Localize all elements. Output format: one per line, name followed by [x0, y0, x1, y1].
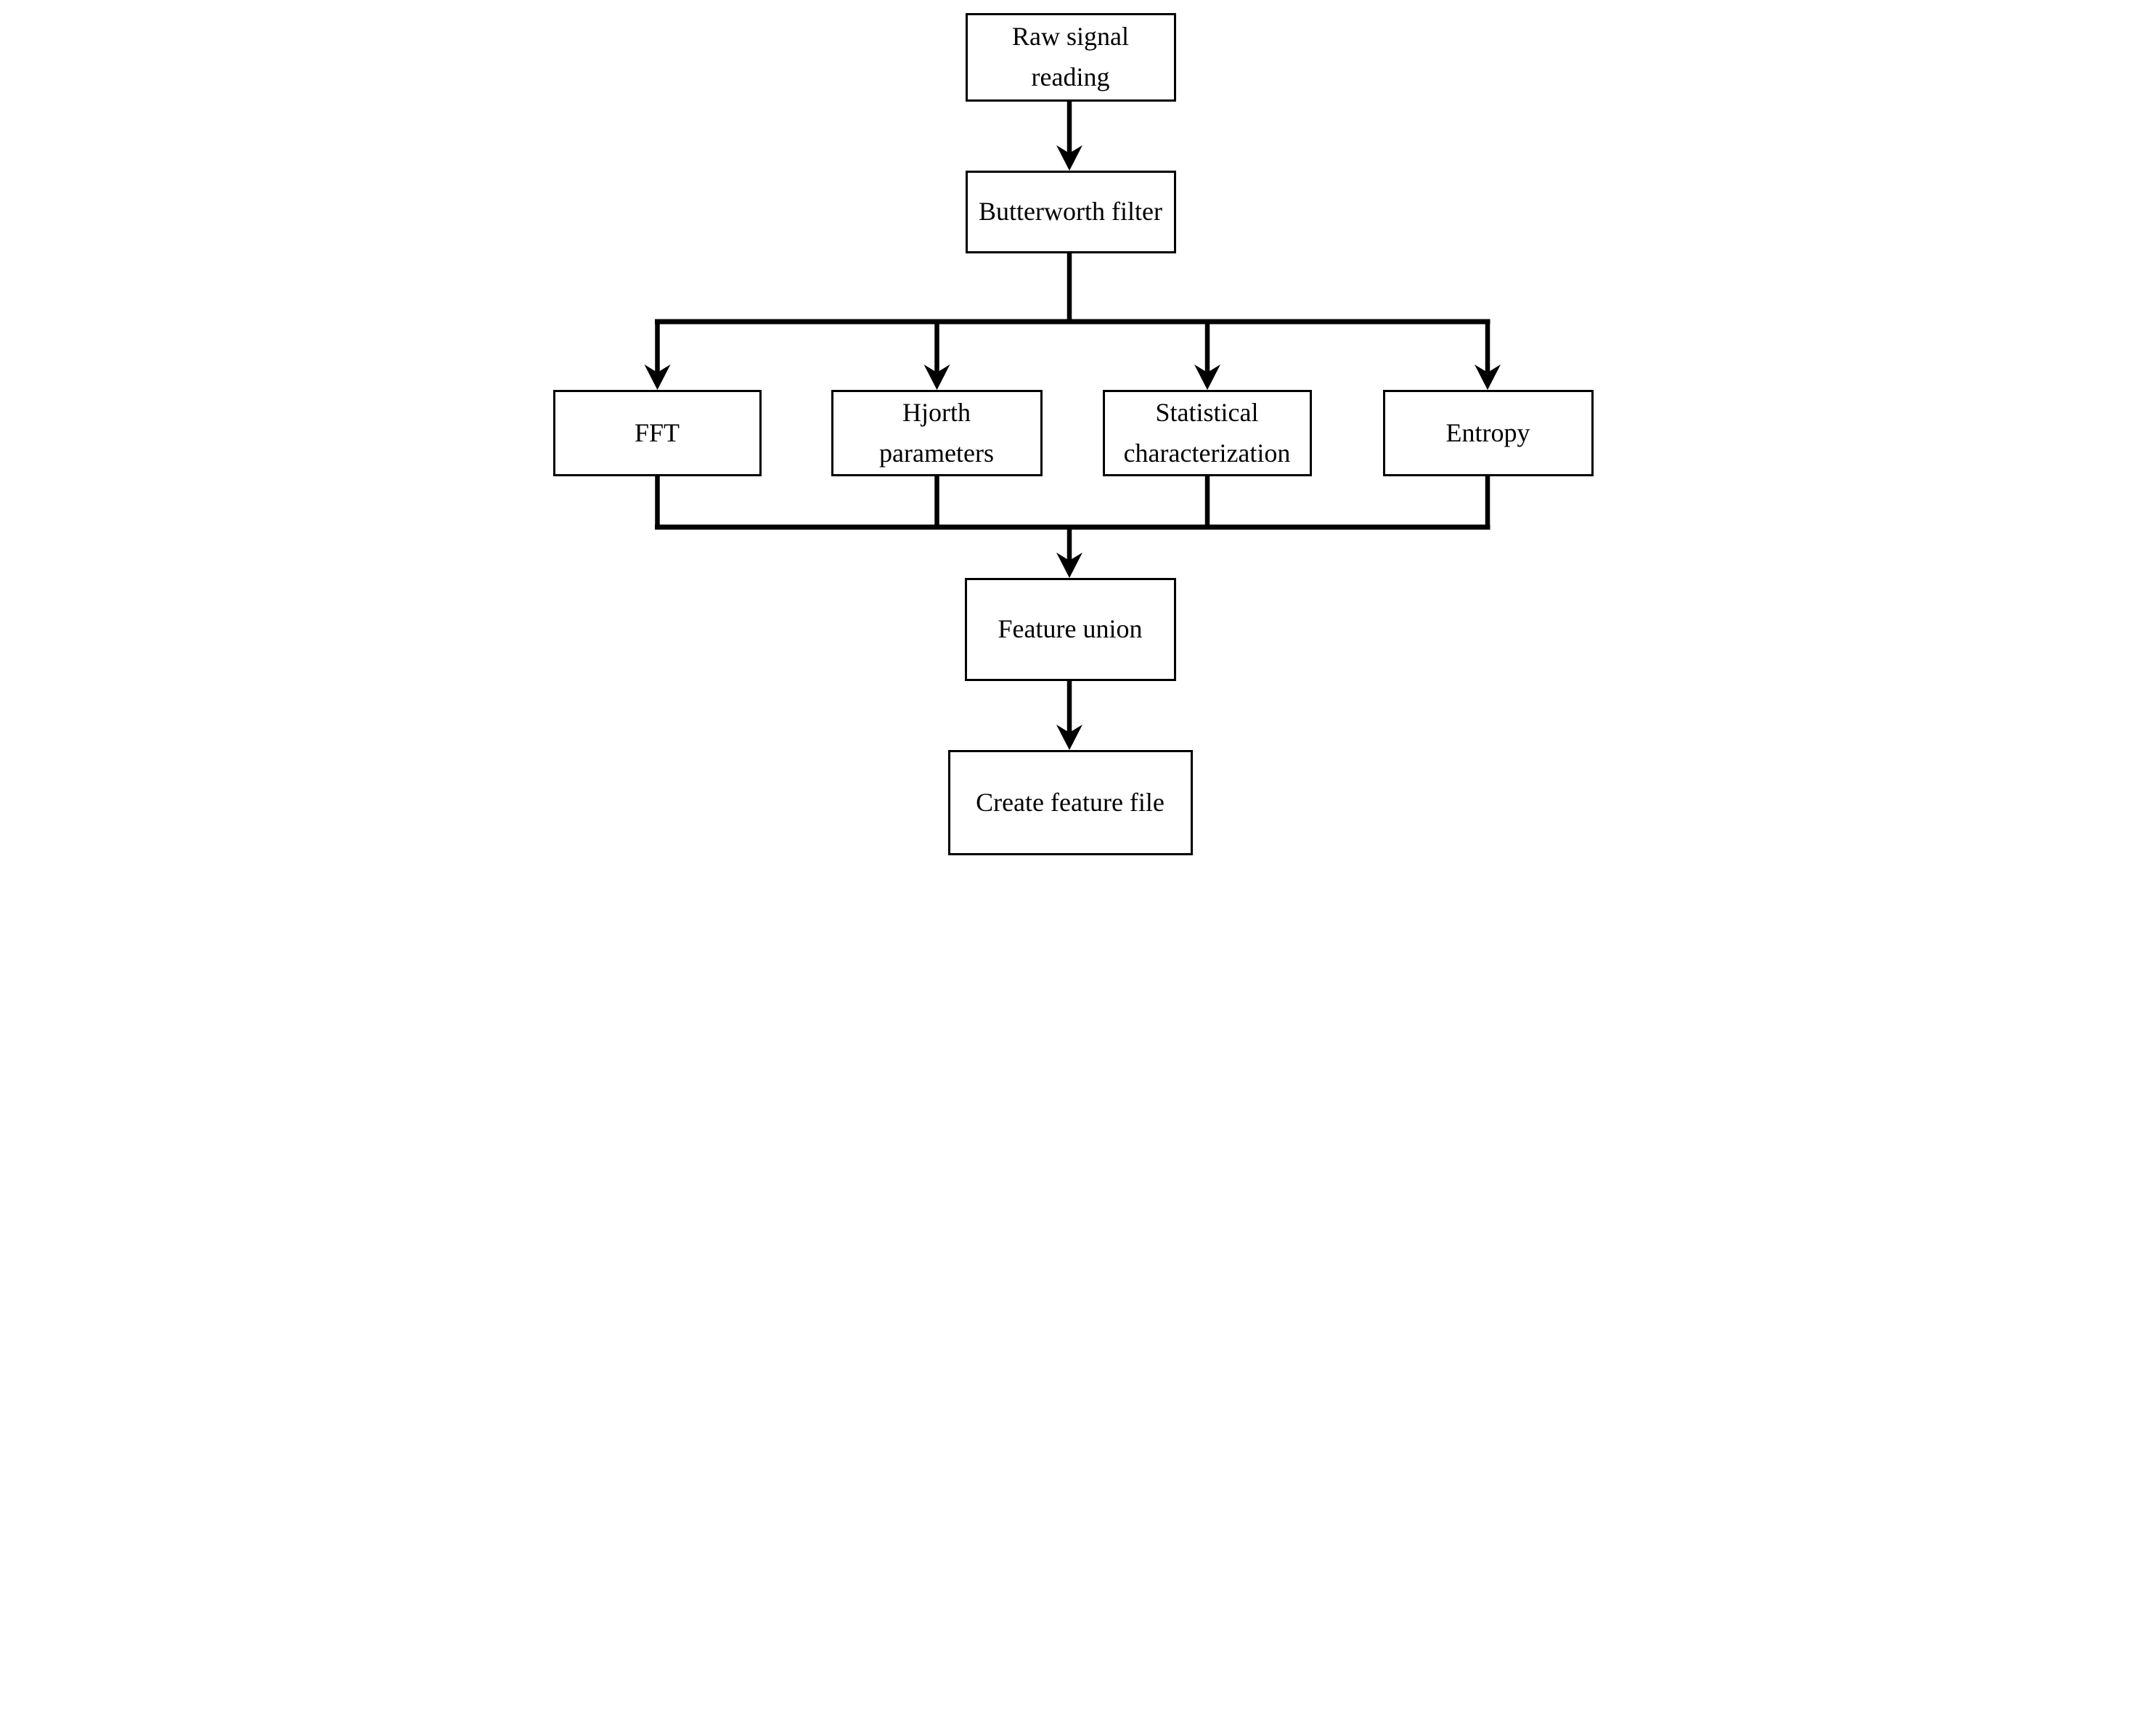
node-label-create-feature-file: Create feature file — [976, 787, 1165, 817]
node-entropy: Entropy — [1382, 390, 1594, 476]
node-fft: FFT — [552, 390, 762, 476]
node-create-feature-file: Create feature file — [947, 750, 1193, 855]
node-label-feature-union: Feature union — [998, 614, 1143, 644]
node-label-hjorth-parameters: Hjorth parameters — [879, 397, 994, 468]
node-feature-union: Feature union — [964, 578, 1176, 681]
node-label-entropy: Entropy — [1445, 417, 1530, 447]
node-label-raw-signal-reading: Raw signal reading — [1012, 22, 1129, 91]
node-raw-signal-reading: Raw signal reading — [965, 13, 1176, 102]
connector-lines-layer — [644, 102, 1501, 750]
node-statistical-characterization: Statistical characterization — [1102, 390, 1312, 476]
node-hjorth-parameters: Hjorth parameters — [831, 390, 1043, 476]
node-label-statistical-characterization: Statistical characterization — [1123, 397, 1291, 468]
flowchart-diagram: Raw signal reading Butterworth filter FF… — [533, 0, 1600, 868]
node-butterworth-filter: Butterworth filter — [965, 171, 1176, 253]
node-label-butterworth-filter: Butterworth filter — [979, 197, 1162, 227]
node-label-fft: FFT — [634, 417, 680, 447]
